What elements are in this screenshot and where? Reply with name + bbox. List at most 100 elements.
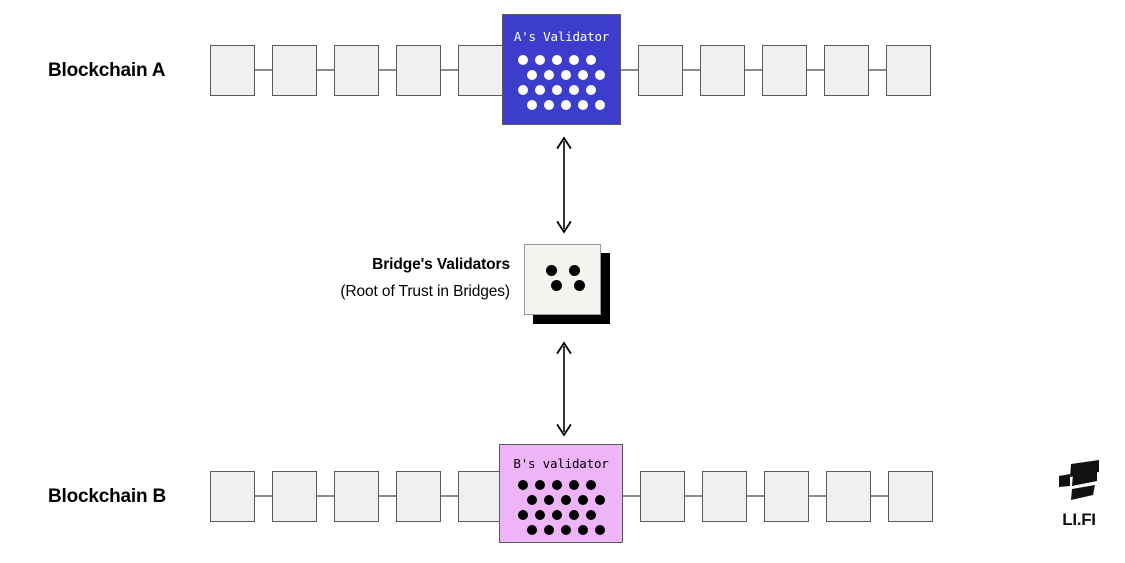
block-connector xyxy=(623,495,640,497)
block xyxy=(272,44,317,96)
dot-row xyxy=(526,494,605,505)
block xyxy=(210,44,255,96)
validator-dot xyxy=(517,479,528,490)
block-connector xyxy=(747,495,764,497)
validator-b-dot-grid xyxy=(517,479,605,540)
validator-dot xyxy=(518,84,528,95)
validator-box-chain-a: A's Validator xyxy=(502,14,621,125)
block xyxy=(640,470,685,522)
validator-dot xyxy=(551,509,562,520)
validator-box-chain-b: B's validator xyxy=(499,444,623,543)
block-connector xyxy=(807,69,824,71)
dot-row xyxy=(527,99,605,110)
validator-dot xyxy=(595,99,605,110)
validator-dot xyxy=(527,99,537,110)
validator-dot xyxy=(560,494,571,505)
block-connector xyxy=(379,495,396,497)
validator-a-dot-grid xyxy=(518,54,605,115)
bridge-dot xyxy=(568,264,580,276)
block-connector xyxy=(441,495,458,497)
validator-dot xyxy=(518,54,528,65)
block-connector xyxy=(745,69,762,71)
validator-dot xyxy=(578,69,588,80)
block xyxy=(702,470,747,522)
block xyxy=(458,470,503,522)
validator-dot xyxy=(552,54,562,65)
block-connector xyxy=(869,69,886,71)
validator-a-title: A's Validator xyxy=(513,29,610,44)
bridge-dot xyxy=(574,279,585,291)
validator-dot xyxy=(569,84,579,95)
block xyxy=(824,44,869,96)
block-connector xyxy=(317,495,334,497)
block-connector xyxy=(441,69,458,71)
dot-row xyxy=(551,279,585,291)
block xyxy=(396,470,441,522)
validator-dot xyxy=(577,524,588,535)
bridge-title: Bridge's Validators xyxy=(372,256,510,273)
arrow-chain-a-to-bridge xyxy=(556,136,572,234)
validator-dot xyxy=(552,84,562,95)
block xyxy=(886,44,931,96)
chain-a-label: Blockchain A xyxy=(48,60,166,81)
validator-dot xyxy=(585,509,596,520)
validator-dot xyxy=(569,54,579,65)
block xyxy=(210,470,255,522)
block xyxy=(826,470,871,522)
validator-dot xyxy=(577,494,588,505)
dot-row xyxy=(518,84,596,95)
validator-dot xyxy=(534,509,545,520)
validator-dot xyxy=(561,99,571,110)
validator-dot xyxy=(585,479,596,490)
bridge-dot xyxy=(551,279,562,291)
validator-dot xyxy=(586,54,596,65)
validator-dot xyxy=(561,69,571,80)
validator-dot xyxy=(568,479,579,490)
block-connector xyxy=(685,495,702,497)
bridge-subtitle: (Root of Trust in Bridges) xyxy=(340,282,510,300)
chain-b-blocks-left xyxy=(210,470,520,522)
chain-b-blocks-right xyxy=(623,470,933,522)
block-connector xyxy=(809,495,826,497)
validator-dot xyxy=(535,54,545,65)
validator-dot xyxy=(594,494,605,505)
block-connector xyxy=(621,69,638,71)
validator-dot xyxy=(586,84,596,95)
validator-b-title: B's validator xyxy=(513,456,609,471)
block-connector xyxy=(317,69,334,71)
validator-dot xyxy=(517,509,528,520)
bridge-dot-grid xyxy=(524,244,601,315)
block-connector xyxy=(683,69,700,71)
block xyxy=(700,44,745,96)
block-connector xyxy=(255,495,272,497)
validator-dot xyxy=(544,69,554,80)
validator-dot xyxy=(578,99,588,110)
chain-a-blocks-left xyxy=(210,44,520,96)
dot-row xyxy=(527,69,605,80)
bridge-validator-box xyxy=(524,244,610,324)
block xyxy=(334,44,379,96)
block-connector xyxy=(871,495,888,497)
validator-dot xyxy=(594,524,605,535)
bridge-text-block: Bridge's Validators (Root of Trust in Br… xyxy=(290,256,510,301)
validator-dot xyxy=(535,84,545,95)
validator-dot xyxy=(595,69,605,80)
lifi-logo-mark xyxy=(1059,460,1099,500)
chain-b-label: Blockchain B xyxy=(48,486,166,507)
validator-dot xyxy=(527,69,537,80)
block-connector xyxy=(379,69,396,71)
dot-row xyxy=(517,479,596,490)
validator-dot xyxy=(526,494,537,505)
validator-dot xyxy=(526,524,537,535)
block xyxy=(764,470,809,522)
dot-row xyxy=(518,54,596,65)
dot-row xyxy=(517,509,596,520)
block xyxy=(638,44,683,96)
validator-dot xyxy=(543,524,554,535)
arrow-bridge-to-chain-b xyxy=(556,341,572,437)
block xyxy=(762,44,807,96)
block xyxy=(334,470,379,522)
chain-a-blocks-right xyxy=(621,44,931,96)
dot-row xyxy=(526,524,605,535)
